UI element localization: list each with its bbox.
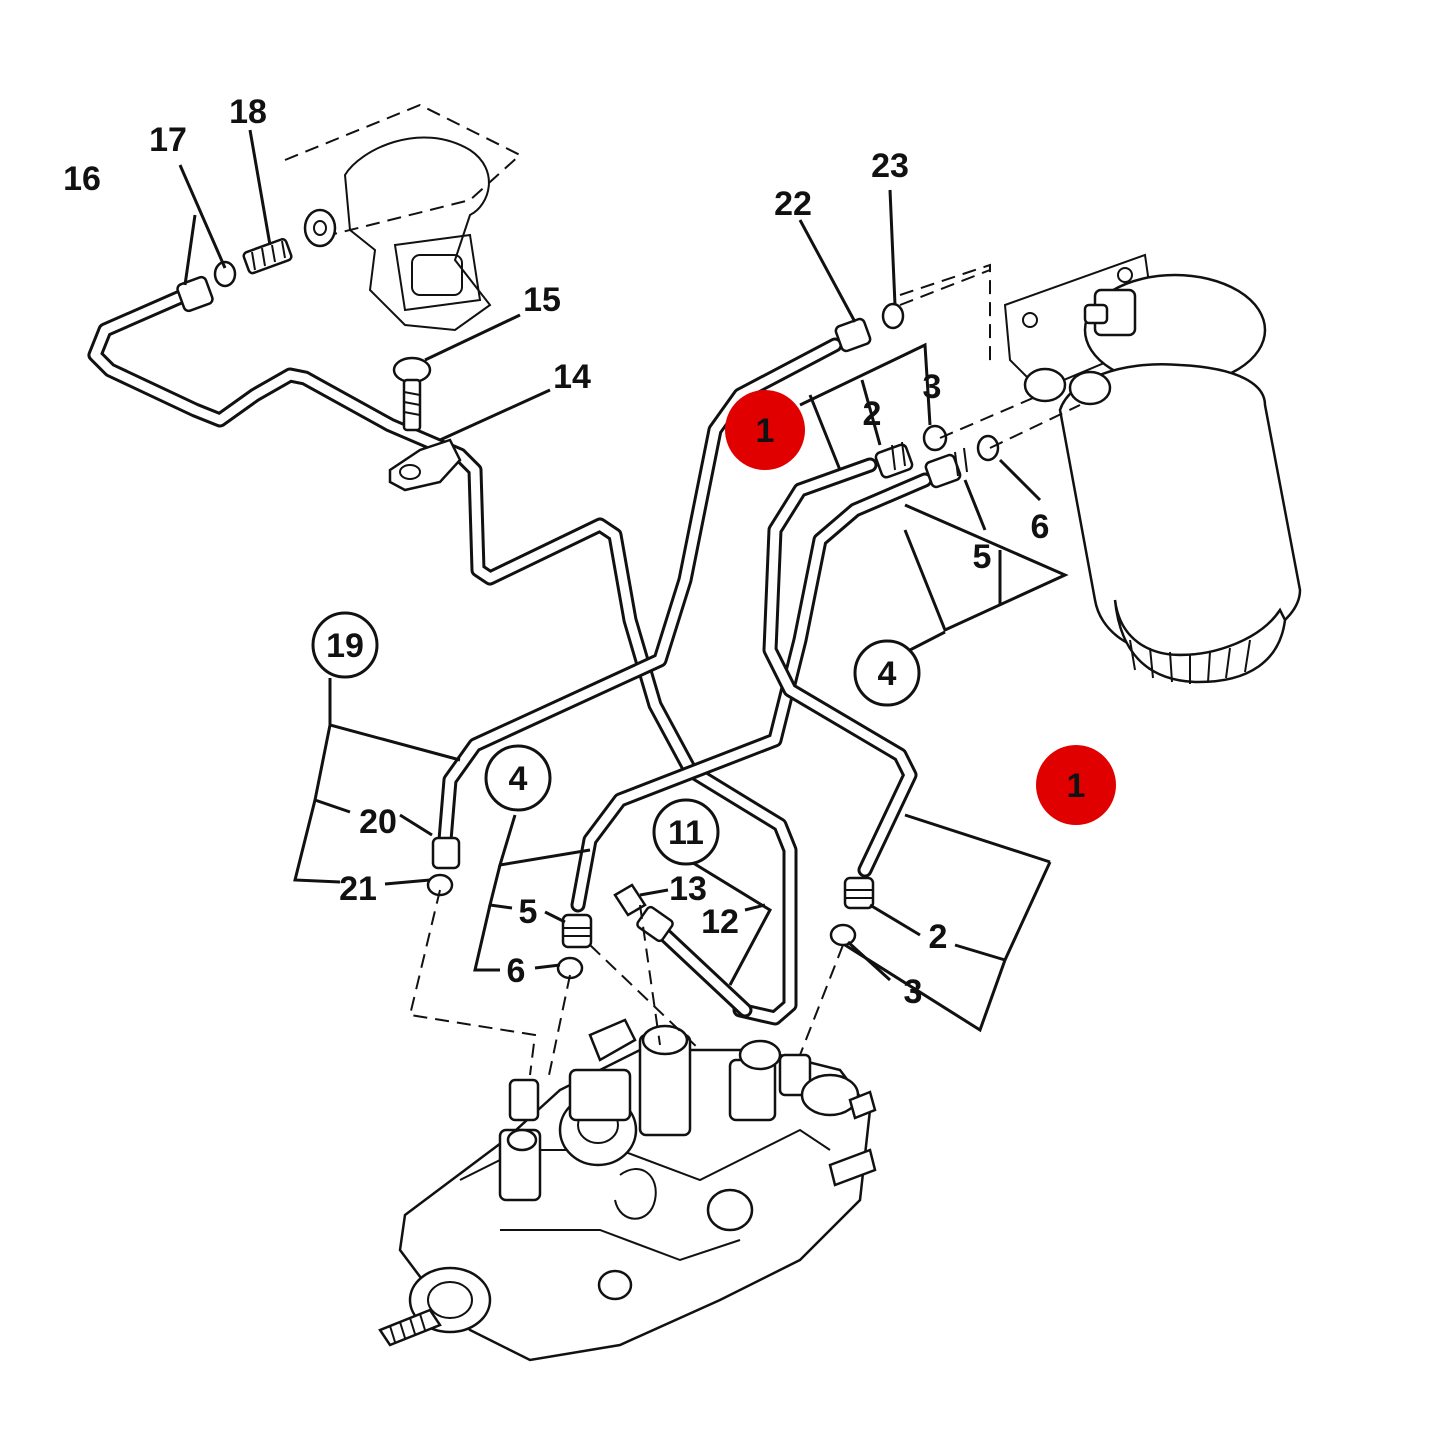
label-15: 15 xyxy=(523,281,561,319)
label-6-bottom: 6 xyxy=(507,952,526,990)
circled-callout-4-left xyxy=(484,744,552,812)
label-1-right: 1 xyxy=(1067,767,1086,805)
label-17: 17 xyxy=(149,121,187,159)
label-22: 22 xyxy=(774,185,812,223)
label-12: 12 xyxy=(701,903,739,941)
label-3-top: 3 xyxy=(923,368,942,406)
label-21: 21 xyxy=(339,870,377,908)
label-1-top: 1 xyxy=(756,412,775,450)
label-4-left: 4 xyxy=(509,760,528,798)
circled-callout-11 xyxy=(652,798,720,866)
fittings xyxy=(176,238,1000,980)
label-3-bottom: 3 xyxy=(904,973,923,1011)
label-23: 23 xyxy=(871,147,909,185)
label-2-bottom: 2 xyxy=(929,918,948,956)
injection-pump xyxy=(378,1018,877,1362)
label-5-bottom: 5 xyxy=(519,893,538,931)
label-5-top: 5 xyxy=(973,538,992,576)
fuel-filter-assembly xyxy=(899,253,1302,684)
leak-off-line xyxy=(87,287,798,1026)
label-11: 11 xyxy=(668,814,704,852)
label-4-right: 4 xyxy=(878,655,897,693)
highlight-callout-1-right xyxy=(1036,745,1116,825)
guide-lines xyxy=(408,269,1081,1081)
highlight-callout-1-top xyxy=(725,390,805,470)
label-16: 16 xyxy=(63,160,101,198)
circled-callout-19 xyxy=(311,611,379,679)
label-2-top: 2 xyxy=(863,395,882,433)
label-18: 18 xyxy=(229,93,267,131)
circled-callout-4-right xyxy=(853,639,921,707)
fuel-line-11 xyxy=(657,927,753,1018)
label-13: 13 xyxy=(669,870,707,908)
label-20: 20 xyxy=(359,803,397,841)
label-19: 19 xyxy=(326,627,364,665)
exhaust-manifold xyxy=(284,103,522,332)
fuel-line-1b xyxy=(762,457,918,878)
fuel-line-1 xyxy=(437,337,843,848)
label-6-top: 6 xyxy=(1031,508,1050,546)
leader-lines xyxy=(178,129,1069,1033)
label-14: 14 xyxy=(553,358,591,396)
